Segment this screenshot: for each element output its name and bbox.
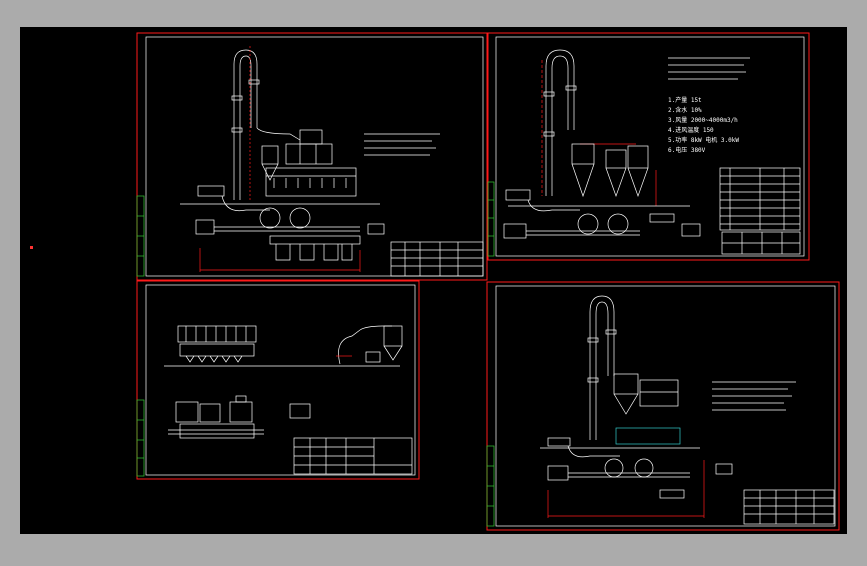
- sheet-top-left-title-block: [390, 241, 484, 277]
- sheet-bottom-right: [486, 281, 840, 531]
- sheet-bottom-right-cyclones: [613, 373, 679, 415]
- sheet-bottom-right-notes: [712, 381, 796, 411]
- sheet-bottom-left-filter-house: [177, 325, 257, 363]
- sheet-top-right-riser-pipes: [543, 49, 577, 196]
- sheet-bottom-left-frame: [145, 284, 416, 476]
- sheet-top-right-feeder: [505, 189, 531, 201]
- sheet-top-right-control-box: [681, 223, 701, 237]
- sheet-top-left-dimensions: [199, 46, 361, 272]
- sheet-bottom-left-binding-strip: [136, 399, 145, 477]
- sheet-top-left-cyclones: [261, 129, 333, 181]
- sheet-bottom-left: [136, 280, 420, 480]
- sheet-top-right: 1.产量 15t 2.含水 10% 3.风量 2000~4000m3/h 4.进…: [487, 32, 810, 261]
- sheet-bottom-right-dimensions: [547, 460, 705, 518]
- sheet-bottom-right-border: [486, 281, 840, 531]
- sheet-bottom-right-binding-strip: [486, 445, 495, 527]
- sheet-top-right-frame: [495, 36, 805, 257]
- sheet-bottom-left-title-block: [293, 437, 413, 475]
- sheet-top-right-cyclones: [571, 143, 649, 198]
- sheet-top-left-filter-house: [265, 167, 357, 197]
- sheet-bottom-left-cyclone: [336, 325, 403, 365]
- sheet-top-left-notes: [364, 133, 440, 156]
- sheet-top-right-title-block: [721, 231, 801, 255]
- sheet-top-right-params: 1.产量 15t 2.含水 10% 3.风量 2000~4000m3/h 4.进…: [668, 96, 739, 154]
- sheet-top-left-riser-pipes: [231, 49, 301, 200]
- sheet-bottom-right-riser-pipes: [587, 295, 617, 440]
- param-line: 5.功率 8kW 电机 3.0kW: [668, 136, 739, 144]
- sheet-bottom-right-feeder: [547, 437, 571, 447]
- param-line: 6.电压 380V: [668, 146, 706, 154]
- sheet-top-right-parts-list: [719, 167, 801, 231]
- sheet-top-right-border: [487, 32, 810, 261]
- sheet-bottom-right-control-box: [715, 463, 733, 475]
- sheet-bottom-right-frame: [495, 285, 836, 527]
- param-line: 2.含水 10%: [668, 106, 702, 114]
- param-line: 4.进风温度 150: [668, 126, 714, 134]
- sheet-top-right-notes: [668, 57, 750, 80]
- sheet-top-right-screw-conveyor: [503, 213, 675, 239]
- param-line: 1.产量 15t: [668, 96, 702, 104]
- sheet-top-left-border: [136, 32, 488, 281]
- sheet-top-left-frame: [145, 36, 484, 277]
- sheet-top-left-screw-conveyor: [195, 207, 361, 261]
- sheet-top-left-elbow: [221, 195, 270, 212]
- sheet-bottom-left-control-box: [289, 403, 311, 419]
- sheet-bottom-left-plan-view: [168, 395, 264, 439]
- sheet-top-left-binding-strip: [136, 195, 145, 277]
- sheet-top-right-binding-strip: [487, 181, 495, 257]
- sheet-top-right-elbow: [527, 199, 580, 212]
- sheet-bottom-right-title-block: [743, 489, 835, 525]
- sheet-bottom-left-border: [136, 280, 420, 480]
- sheet-bottom-right-screw-conveyor: [547, 458, 690, 499]
- param-line: 3.风量 2000~4000m3/h: [668, 117, 738, 124]
- sheet-top-left: [136, 32, 488, 281]
- origin-marker: [30, 246, 33, 249]
- sheet-top-left-feeder: [197, 185, 225, 197]
- sheet-top-left-control-box: [367, 223, 385, 235]
- sheet-bottom-right-filter-house: [615, 427, 681, 445]
- sheet-bottom-right-elbow: [567, 445, 620, 458]
